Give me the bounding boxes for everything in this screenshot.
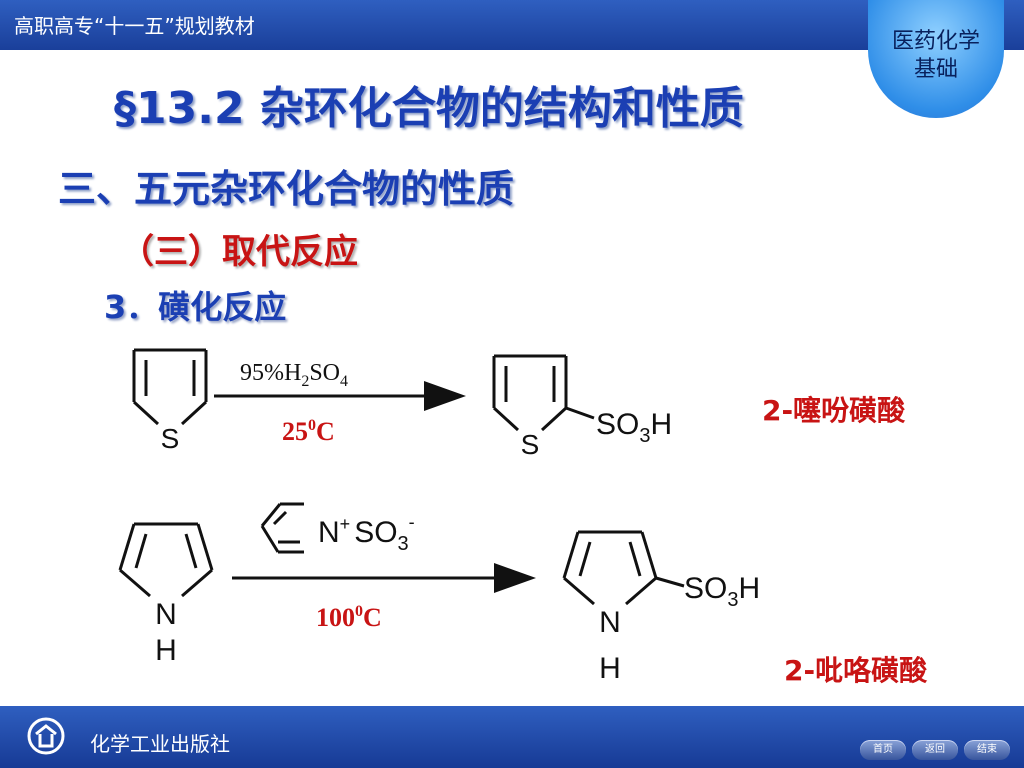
pyrrole-product-n-atom: N: [599, 606, 621, 639]
badge-line2: 基础: [913, 57, 958, 82]
reagent2-so: SO: [354, 516, 397, 549]
temp1-unit: C: [316, 417, 335, 446]
pyrrole-h-atom: H: [155, 634, 177, 667]
product2-group-suffix: H: [738, 572, 760, 605]
reagent2-sub: 3: [398, 533, 409, 555]
reaction2-temperature: 1000C: [316, 603, 382, 632]
section-heading: 三、五元杂环化合物的性质: [58, 167, 515, 211]
pyrrole-n-atom: N: [155, 598, 177, 631]
temp2-base: 100: [316, 603, 355, 632]
publisher-logo-icon: [27, 717, 65, 755]
reaction1-reagent: 95%H2SO4: [240, 360, 348, 390]
nav-home-button[interactable]: 首页: [860, 740, 906, 760]
product2-group-prefix: SO: [684, 572, 727, 605]
product1-group-prefix: SO: [596, 408, 639, 441]
pyrrole-product: [562, 530, 685, 606]
pyrrole-reactant: [118, 522, 214, 598]
thiophene-reactant: [132, 348, 208, 426]
reagent2-minus: -: [409, 512, 415, 532]
reagent1-mid: SO: [309, 360, 340, 386]
product2-group-sub: 3: [727, 589, 738, 611]
product1-group: SO3H: [596, 408, 672, 447]
temp1-sup: 0: [308, 417, 316, 434]
reagent1-sub1: 2: [301, 373, 309, 390]
pyridine-ring: [260, 502, 304, 554]
footer-bar: 化学工业出版社 首页 返回 结束: [0, 706, 1024, 768]
nav-end-button[interactable]: 结束: [964, 740, 1010, 760]
product1-group-sub: 3: [639, 425, 650, 447]
product1-name: 2-噻吩磺酸: [762, 394, 906, 427]
publisher-name: 化学工业出版社: [90, 732, 230, 756]
reaction-diagram: S 95%H2SO4 250C S SO3H 2-噻吩磺酸 N H: [118, 348, 928, 687]
reaction1-temperature: 250C: [282, 417, 335, 446]
item-heading: 3．磺化反应: [104, 288, 287, 326]
reagent1-sub2: 4: [340, 373, 348, 390]
product2-name: 2-吡咯磺酸: [784, 654, 928, 687]
thiophene-s-atom: S: [161, 423, 180, 454]
reagent2-formula: N+SO3-: [318, 512, 415, 555]
badge-line1: 医药化学: [891, 29, 980, 54]
reagent2-n: N: [318, 516, 340, 549]
nav-back-button[interactable]: 返回: [912, 740, 958, 760]
subsection-heading: （三）取代反应: [120, 232, 358, 272]
temp2-unit: C: [363, 603, 382, 632]
product2-group: SO3H: [684, 572, 760, 611]
header-bar: 高职高专“十一五”规划教材: [0, 0, 1024, 50]
temp2-sup: 0: [355, 603, 363, 620]
reagent2-plus: +: [340, 514, 351, 534]
slide-title: §13.2 杂环化合物的结构和性质: [114, 83, 744, 134]
pyrrole-product-h-atom: H: [599, 652, 621, 685]
thiophene-product-s-atom: S: [521, 429, 540, 460]
product1-group-suffix: H: [650, 408, 672, 441]
book-series-title: 高职高专“十一五”规划教材: [14, 14, 255, 38]
course-badge: 医药化学 基础: [868, 0, 1004, 118]
temp1-base: 25: [282, 417, 308, 446]
thiophene-product: [492, 354, 595, 432]
reagent1-prefix: 95%H: [240, 360, 301, 386]
